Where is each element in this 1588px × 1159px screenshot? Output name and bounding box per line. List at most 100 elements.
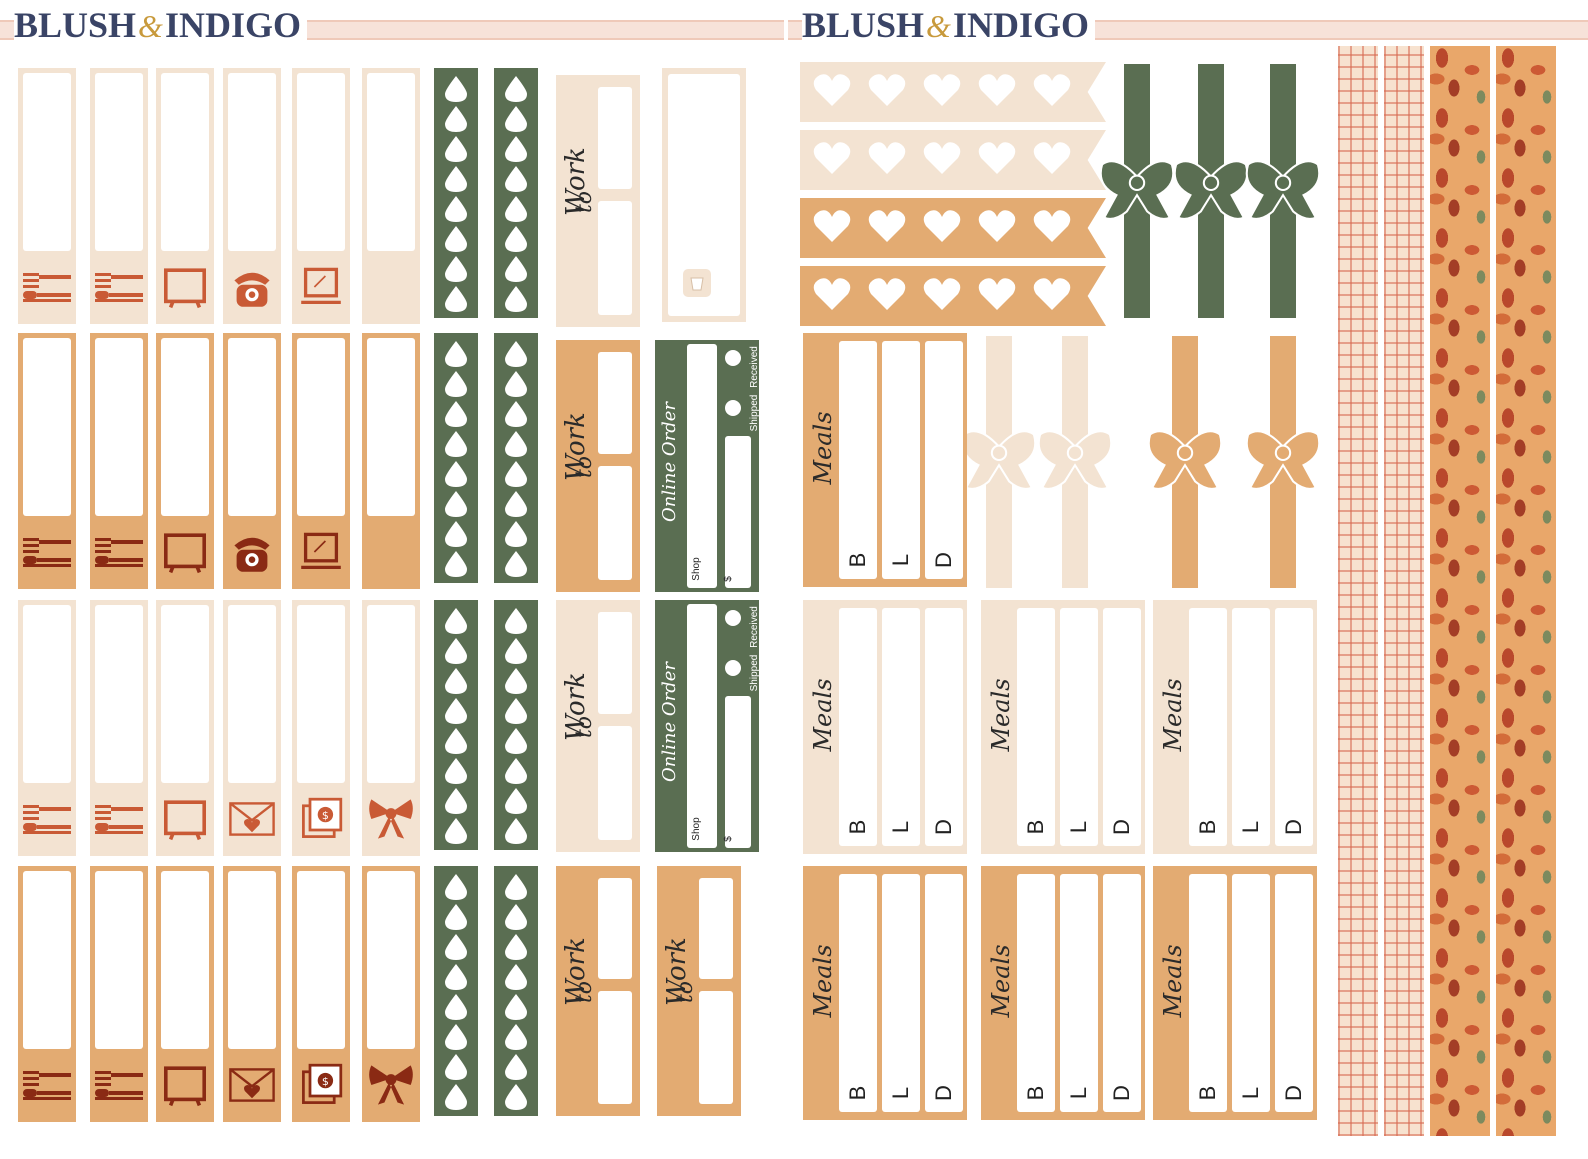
checkbox-circle[interactable]	[725, 350, 741, 366]
header-line	[788, 38, 1588, 40]
heart-icon	[867, 276, 907, 312]
writing-box	[598, 878, 632, 979]
checkbox-circle[interactable]	[725, 400, 741, 416]
teardrop-strip[interactable]	[494, 68, 538, 318]
meal-letter: D	[931, 819, 956, 835]
teardrop-icon	[441, 134, 471, 164]
bow-icon	[1144, 424, 1226, 496]
telephone-icon	[227, 527, 277, 577]
teardrop-strip[interactable]	[434, 600, 478, 850]
meal-box: B	[1189, 874, 1227, 1112]
utensils-icon	[22, 527, 72, 577]
teardrop-strip[interactable]	[434, 866, 478, 1116]
icon-sticker[interactable]	[223, 866, 281, 1122]
plaid-washi-strip[interactable]	[1338, 46, 1378, 1136]
leaf-washi-strip[interactable]	[1430, 46, 1490, 1136]
teardrop-icon	[501, 872, 531, 902]
meal-letter: B	[845, 552, 870, 568]
writing-box	[228, 605, 276, 783]
heart-flag[interactable]	[800, 130, 1106, 190]
meal-letter: B	[1195, 1085, 1220, 1101]
header-line	[788, 20, 1588, 22]
teardrop-strip[interactable]	[494, 600, 538, 850]
writing-box	[699, 991, 733, 1104]
icon-sticker[interactable]	[362, 600, 420, 856]
icon-sticker[interactable]	[18, 600, 76, 856]
teardrop-icon	[441, 636, 471, 666]
icon-sticker[interactable]	[90, 333, 148, 589]
meal-box: B	[839, 341, 877, 579]
checkbox-circle[interactable]	[725, 660, 741, 676]
heart-icon	[867, 72, 907, 108]
icon-sticker[interactable]	[223, 600, 281, 856]
bow-icon	[1170, 154, 1252, 226]
plaid-washi-strip[interactable]	[1384, 46, 1424, 1136]
icon-sticker[interactable]	[90, 600, 148, 856]
icon-sticker[interactable]	[156, 333, 214, 589]
icon-sticker[interactable]	[223, 68, 281, 324]
teardrop-icon	[441, 872, 471, 902]
teardrop-icon	[501, 786, 531, 816]
icon-sticker[interactable]	[18, 333, 76, 589]
icon-sticker[interactable]	[18, 68, 76, 324]
icon-sticker[interactable]	[90, 866, 148, 1122]
teardrop-strip[interactable]	[434, 333, 478, 583]
icon-sticker[interactable]: $	[292, 600, 350, 856]
meal-box: L	[882, 874, 920, 1112]
icon-sticker[interactable]	[362, 866, 420, 1122]
heart-icon	[1032, 140, 1072, 176]
icon-sticker[interactable]	[156, 866, 214, 1122]
telephone-icon	[227, 262, 277, 312]
to-label: to	[572, 455, 597, 479]
icon-sticker[interactable]	[362, 333, 420, 589]
heart-icon	[977, 140, 1017, 176]
teardrop-icon	[441, 164, 471, 194]
teardrop-icon	[441, 194, 471, 224]
heart-flag[interactable]	[800, 198, 1106, 258]
bow-icon	[1242, 424, 1324, 496]
teardrop-icon	[441, 756, 471, 786]
meals-label: Meals	[809, 678, 837, 752]
writing-box	[367, 605, 415, 783]
teardrop-strip[interactable]	[434, 68, 478, 318]
heart-flag[interactable]	[800, 266, 1106, 326]
icon-sticker[interactable]	[362, 68, 420, 324]
icon-sticker[interactable]	[292, 333, 350, 589]
writing-box	[297, 871, 345, 1049]
meals-label: Meals	[809, 411, 837, 485]
svg-text:$: $	[322, 809, 329, 822]
heart-flag[interactable]	[800, 62, 1106, 122]
teardrop-strip[interactable]	[494, 333, 538, 583]
icon-sticker[interactable]	[90, 68, 148, 324]
teardrop-icon	[441, 339, 471, 369]
icon-sticker[interactable]	[223, 333, 281, 589]
icon-sticker[interactable]	[156, 68, 214, 324]
heart-icon	[867, 208, 907, 244]
teardrop-strip[interactable]	[494, 866, 538, 1116]
icon-sticker[interactable]	[156, 600, 214, 856]
icon-sticker[interactable]: $	[292, 866, 350, 1122]
icon-sticker[interactable]	[18, 866, 76, 1122]
writing-box	[228, 871, 276, 1049]
coffee-sticker[interactable]	[662, 68, 746, 322]
icon-sticker[interactable]	[292, 68, 350, 324]
writing-box	[367, 73, 415, 251]
tv-icon	[160, 794, 210, 844]
checkbox-circle[interactable]	[725, 610, 741, 626]
leaf-washi-strip[interactable]	[1496, 46, 1556, 1136]
heart-icon	[812, 72, 852, 108]
